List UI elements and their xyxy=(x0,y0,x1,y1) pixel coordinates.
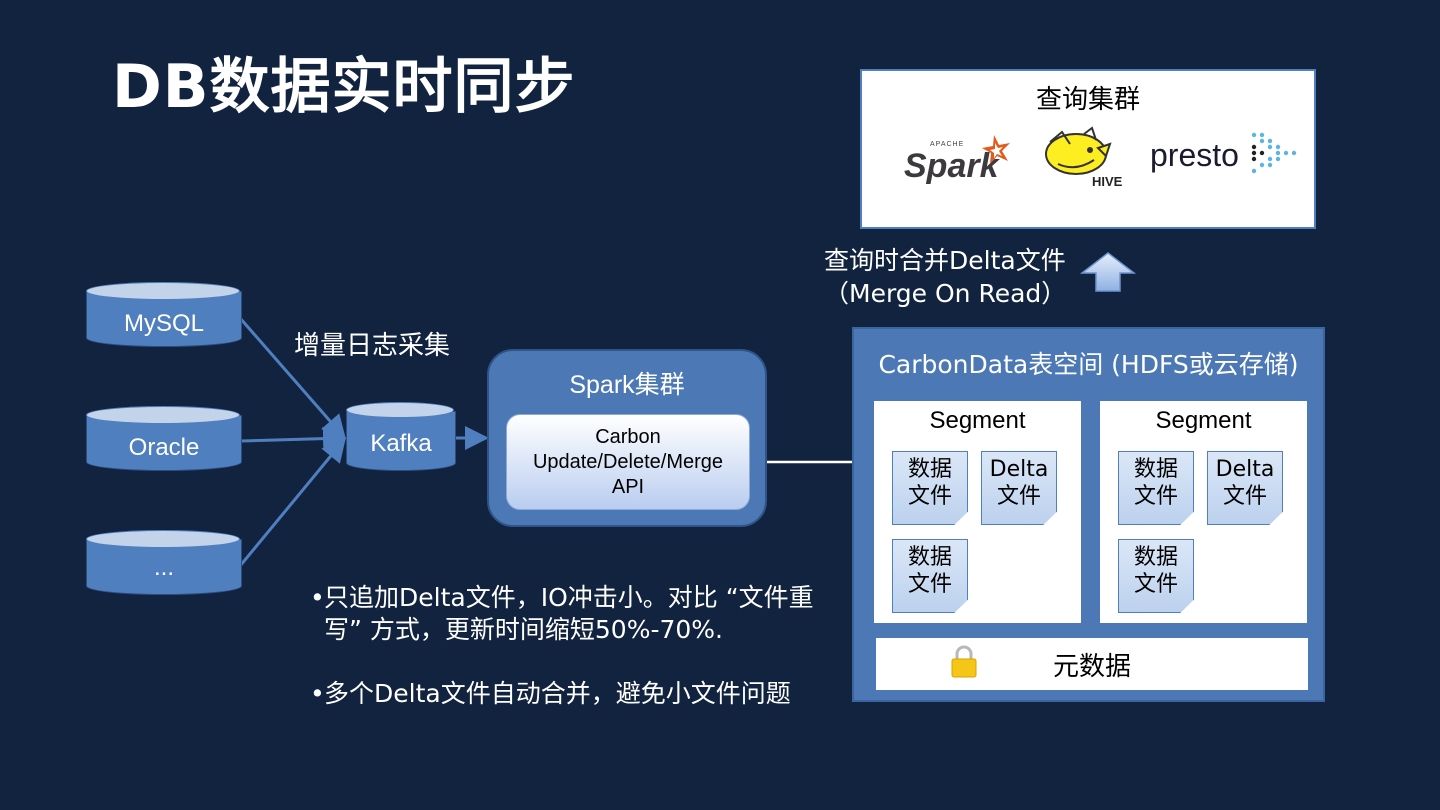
segment-box: Segment 数据 文件 Delta 文件 数据 文件 xyxy=(874,401,1081,623)
file-label: 数据 xyxy=(907,545,952,570)
lock-icon xyxy=(951,645,977,678)
file-label: 数据 xyxy=(1133,457,1178,482)
hive-logo-icon: HIVE xyxy=(1045,126,1123,188)
segment-label: Segment xyxy=(929,407,1026,434)
bullet-item: 多个Delta文件自动合并，避免小文件问题 xyxy=(310,678,830,710)
ingest-label: 增量日志采集 xyxy=(294,331,451,361)
metadata-box: 元数据 xyxy=(876,638,1308,690)
delta-file: Delta 文件 xyxy=(981,451,1057,525)
presto-logo: presto xyxy=(1150,131,1300,181)
carbondata-title: CarbonData表空间 (HDFS或云存储) xyxy=(878,350,1299,379)
svg-text:APACHE: APACHE xyxy=(930,141,964,148)
kafka-label: Kafka xyxy=(370,430,432,457)
delta-file: Delta 文件 xyxy=(1207,451,1283,525)
spark-cluster-box: Spark集群 Carbon Update/Delete/Merge API xyxy=(487,349,767,527)
cylinder-top xyxy=(86,282,240,300)
oracle-to-kafka-line xyxy=(239,426,347,451)
merge-label-line1: 查询时合并Delta文件 xyxy=(824,246,1066,275)
api-line: Update/Delete/Merge xyxy=(532,451,724,473)
segment-box: Segment 数据 文件 Delta 文件 数据 文件 xyxy=(1100,401,1307,623)
file-label: 文件 xyxy=(1133,484,1178,509)
cylinder-top xyxy=(346,402,454,418)
bullet-item: 只追加Delta文件，IO冲击小。对比 “文件重写” 方式，更新时间缩短50%-… xyxy=(310,582,830,646)
spark-logo-icon: APACHE Spark xyxy=(904,135,1010,185)
file-label: Delta xyxy=(1215,457,1275,482)
other-to-kafka-line xyxy=(238,437,346,567)
segment-label: Segment xyxy=(1155,407,1252,434)
mysql-label: MySQL xyxy=(123,310,204,337)
cylinder-top xyxy=(86,530,240,548)
file-label: 数据 xyxy=(1133,545,1178,570)
data-file: 数据 文件 xyxy=(892,539,968,613)
up-arrow-icon xyxy=(1080,252,1136,292)
merge-on-read-label: 查询时合并Delta文件 （Merge On Read） xyxy=(824,244,1066,310)
file-label: 数据 xyxy=(907,457,952,482)
oracle-label: Oracle xyxy=(128,434,200,461)
presto-dots-icon xyxy=(1251,132,1297,174)
carbon-api-box: Carbon Update/Delete/Merge API xyxy=(506,414,750,510)
query-cluster-box: 查询集群 APACHE Spark HIVE presto xyxy=(860,69,1316,229)
data-file: 数据 文件 xyxy=(1118,451,1194,525)
presto-text: presto xyxy=(1150,137,1239,173)
query-cluster-title: 查询集群 xyxy=(1035,85,1140,115)
bullet-list: 只追加Delta文件，IO冲击小。对比 “文件重写” 方式，更新时间缩短50%-… xyxy=(310,582,830,742)
merge-label-line2: （Merge On Read） xyxy=(824,279,1067,308)
file-label: 文件 xyxy=(1222,484,1267,509)
cylinder-top xyxy=(86,406,240,424)
file-label: 文件 xyxy=(1133,572,1178,597)
svg-text:Spark: Spark xyxy=(904,147,1001,185)
data-file: 数据 文件 xyxy=(1118,539,1194,613)
api-line: Carbon xyxy=(595,426,661,448)
data-file: 数据 文件 xyxy=(892,451,968,525)
other-label: ... xyxy=(153,554,174,581)
metadata-label: 元数据 xyxy=(1052,652,1131,682)
file-label: 文件 xyxy=(907,572,952,597)
carbondata-storage-box: CarbonData表空间 (HDFS或云存储) Segment 数据 文件 D… xyxy=(852,327,1325,702)
file-label: 文件 xyxy=(996,484,1041,509)
cylinder-body xyxy=(86,291,242,347)
file-label: Delta xyxy=(989,457,1049,482)
page-title: DB数据实时同步 xyxy=(112,52,576,122)
file-label: 文件 xyxy=(907,484,952,509)
svg-text:HIVE: HIVE xyxy=(1092,174,1123,188)
api-line: API xyxy=(611,476,645,498)
spark-cluster-title: Spark集群 xyxy=(569,371,685,399)
cylinder-body xyxy=(86,415,242,471)
